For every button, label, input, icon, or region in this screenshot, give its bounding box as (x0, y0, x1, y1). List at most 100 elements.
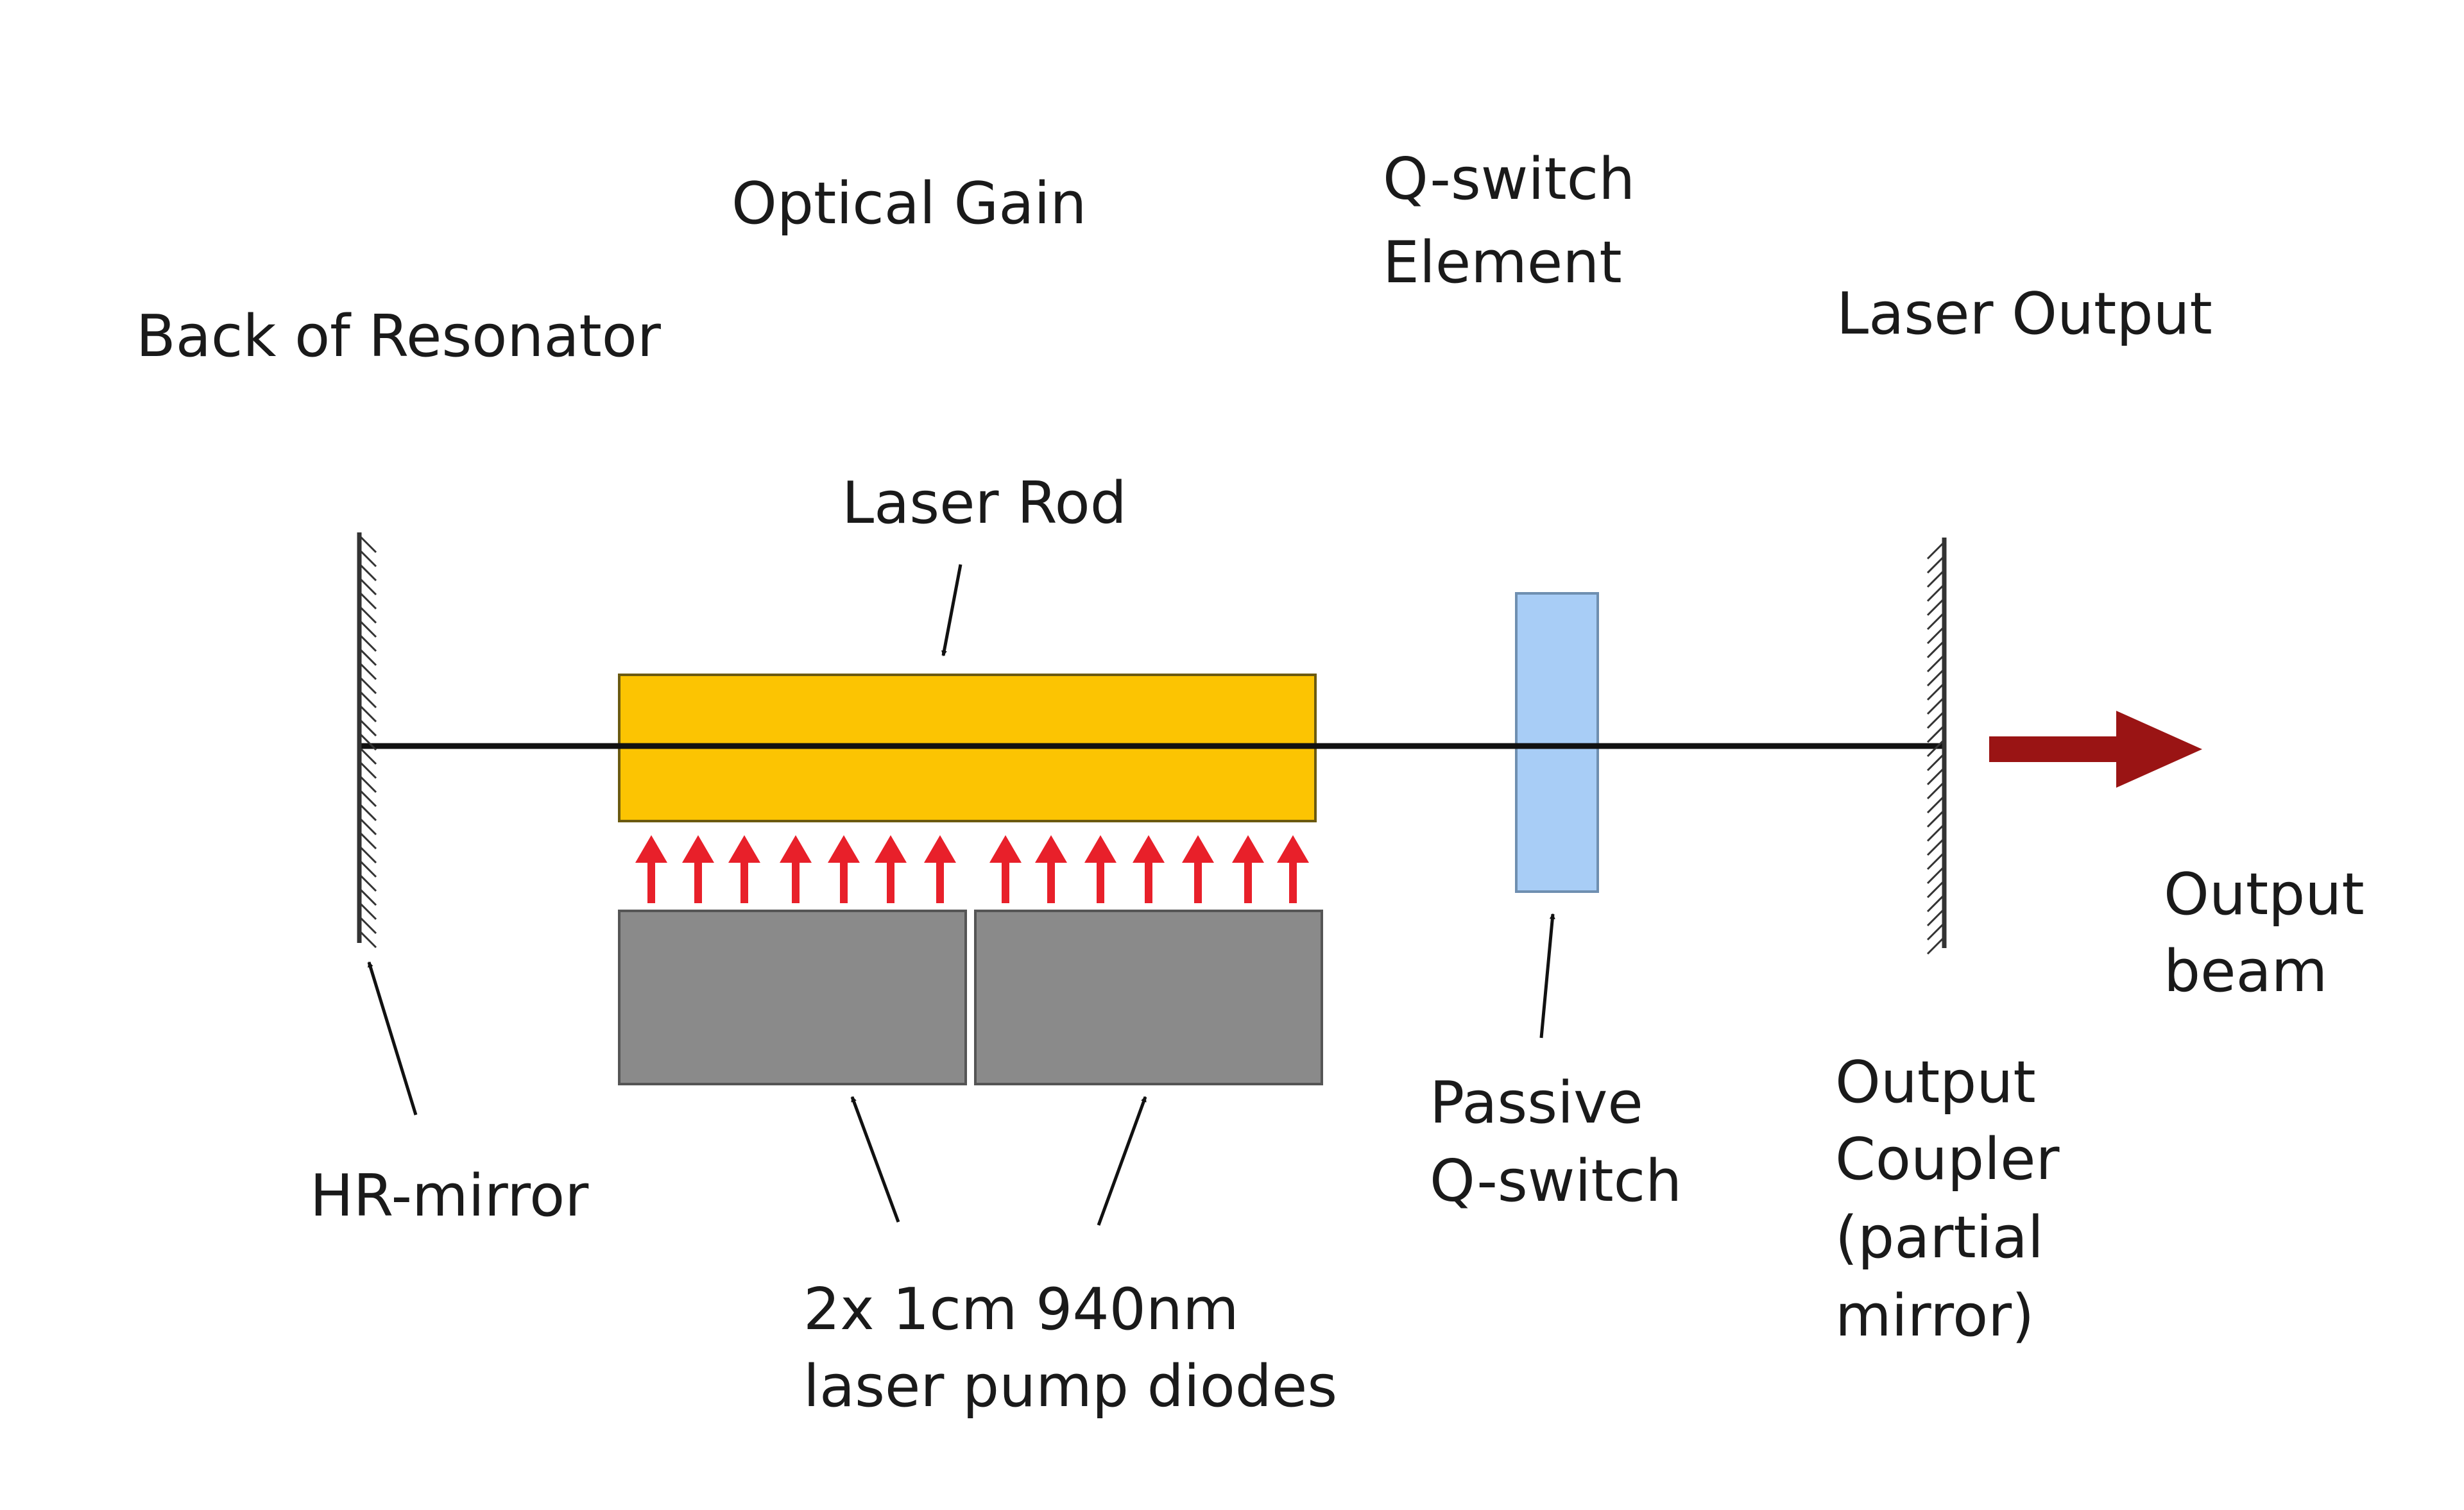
mirror-hatch-line (1926, 597, 1946, 616)
mirror-hatch-line (358, 605, 377, 624)
mirror-hatch-line (1926, 668, 1946, 687)
pump-light-arrow-icon (828, 835, 860, 903)
qswitch-element-label-line1: Q-switch (1383, 146, 1635, 213)
mirror-hatch-line (1926, 555, 1946, 574)
mirror-hatch-line (358, 704, 377, 723)
mirror-hatch-line (1926, 724, 1946, 743)
pump-light-arrow-icon (635, 835, 667, 903)
pump-light-arrow-icon (1035, 835, 1067, 903)
mirror-hatch-line (1926, 541, 1946, 560)
mirror-hatch-line (358, 788, 377, 808)
mirror-hatch-line (358, 746, 377, 765)
mirror-hatch-line (358, 845, 377, 864)
mirror-hatch-line (358, 929, 377, 949)
output-coupler-label-line4: mirror) (1835, 1282, 2034, 1350)
mirror-hatch-line (1926, 795, 1946, 814)
mirror-hatch-line (1926, 640, 1946, 659)
pump-light-arrow-icon (728, 835, 760, 903)
mirror-hatch-line (358, 831, 377, 850)
mirror-hatch-line (1926, 569, 1946, 588)
mirror-hatch-line (358, 675, 377, 695)
mirror-hatch-line (1926, 823, 1946, 842)
mirror-hatch-line (358, 802, 377, 822)
pump-light-arrow-icon (924, 835, 956, 903)
mirror-hatch-line (1926, 908, 1946, 927)
mirror-hatch-line (358, 577, 377, 596)
mirror-hatch-line (358, 633, 377, 652)
mirror-hatch-line (358, 563, 377, 582)
mirror-hatch-line (1926, 781, 1946, 800)
mirror-hatch-line (1926, 710, 1946, 729)
mirror-hatch-line (1926, 936, 1946, 955)
pump-light-arrow-icon (1182, 835, 1214, 903)
output-coupler-label-line3: (partial (1835, 1204, 2044, 1271)
mirror-hatch-line (1926, 752, 1946, 772)
pump-diode-right (974, 910, 1323, 1085)
output-beam-arrow-icon (1989, 711, 2202, 788)
pump-diode-left (618, 910, 967, 1085)
hr-mirror-pointer-icon (367, 961, 418, 1116)
pump-light-arrow-icon (682, 835, 714, 903)
laser-output-label: Laser Output (1836, 280, 2212, 348)
output-beam-label-line1: Output (2164, 861, 2365, 928)
laser-rod-pointer-icon (941, 564, 963, 657)
mirror-hatch-line (1926, 922, 1946, 941)
output-coupler-label-line1: Output (1835, 1049, 2036, 1116)
passive-qswitch (1515, 592, 1599, 893)
pump-light-arrows (635, 835, 1309, 903)
pump-diodes-label-line2: laser pump diodes (803, 1353, 1337, 1420)
mirror-hatch-line (358, 732, 377, 751)
mirror-hatch-line (1926, 894, 1946, 913)
mirror-hatch-line (358, 548, 377, 568)
mirror-hatch-line (1926, 738, 1946, 758)
mirror-hatch-line (358, 591, 377, 610)
pump-diode-right-pointer-icon (1097, 1096, 1147, 1226)
mirror-hatch-line (358, 859, 377, 878)
mirror-hatch-line (358, 647, 377, 666)
pump-light-arrow-icon (875, 835, 907, 903)
laser-rod-label: Laser Rod (842, 470, 1127, 537)
mirror-hatch-line (358, 718, 377, 737)
passive-qswitch-label-line2: Q-switch (1430, 1148, 1682, 1215)
mirror-hatch-line (1926, 879, 1946, 899)
pump-light-arrow-icon (1133, 835, 1165, 903)
pump-light-arrow-icon (1277, 835, 1309, 903)
output-beam-label-line2: beam (2164, 938, 2327, 1005)
mirror-hatch-line (1926, 611, 1946, 631)
mirror-hatch-line (358, 534, 377, 554)
mirror-hatch-line (358, 774, 377, 793)
mirror-hatch-line (358, 690, 377, 709)
back-of-resonator-label: Back of Resonator (136, 303, 661, 370)
pump-light-arrow-icon (989, 835, 1022, 903)
mirror-hatch-line (358, 760, 377, 779)
mirror-hatch-line (1926, 809, 1946, 828)
mirror-hatch-line (1926, 851, 1946, 870)
mirror-hatch-line (358, 873, 377, 892)
mirror-hatch-line (1926, 837, 1946, 856)
mirror-hatch-line (358, 887, 377, 906)
pump-light-arrow-icon (780, 835, 812, 903)
pump-diodes-label-line1: 2x 1cm 940nm (803, 1276, 1239, 1343)
pump-light-arrow-icon (1232, 835, 1264, 903)
hr-mirror (357, 532, 377, 949)
mirror-hatch-line (358, 901, 377, 920)
mirror-hatch-line (358, 661, 377, 681)
pump-diode-left-pointer-icon (850, 1096, 900, 1223)
mirror-hatch-line (1926, 865, 1946, 885)
mirror-hatch-line (1926, 654, 1946, 673)
mirror-hatch-line (1926, 583, 1946, 602)
optical-gain-label: Optical Gain (732, 170, 1086, 237)
mirror-hatch-line (1926, 682, 1946, 701)
mirror-hatch-line (1926, 696, 1946, 715)
output-coupler-mirror (1926, 538, 1947, 955)
mirror-hatch-line (1926, 625, 1946, 645)
mirror-hatch-line (1926, 767, 1946, 786)
qswitch-element-label-line2: Element (1383, 229, 1622, 296)
mirror-hatch-line (358, 619, 377, 638)
mirror-hatch-line (358, 915, 377, 935)
mirror-hatch-line (358, 817, 377, 836)
output-coupler-label-line2: Coupler (1835, 1126, 2059, 1193)
qswitch-pointer-icon (1539, 913, 1555, 1039)
passive-qswitch-label-line1: Passive (1430, 1069, 1643, 1137)
